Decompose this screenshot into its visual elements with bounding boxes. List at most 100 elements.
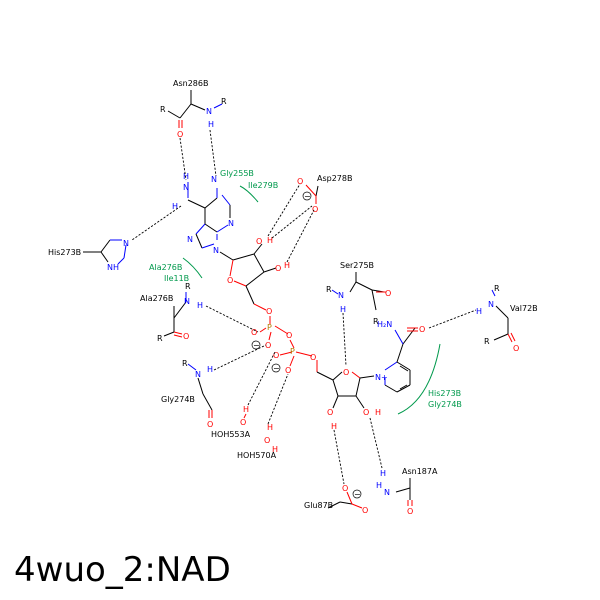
bond (332, 371, 343, 381)
asn187a-label: Asn187A (402, 467, 438, 476)
hydrogen-atom: H (267, 236, 273, 245)
oxygen-atom: O (419, 325, 425, 334)
bond (395, 487, 411, 493)
page-title: 4wuo_2:NAD (14, 550, 231, 590)
hydrogen-atom: H (376, 481, 382, 490)
phosphorus-atom: P (290, 347, 295, 356)
nitrogen-atom: N (211, 175, 217, 184)
bond (399, 384, 408, 390)
hydrogen-atom: H (375, 408, 381, 417)
nicotinamide-ring: N+ H₂N O (375, 320, 425, 393)
hydrogen-bonds (131, 129, 477, 485)
bond (289, 355, 295, 367)
oxygen-atom: O (342, 484, 348, 493)
hydrogen-atom: H (183, 172, 189, 181)
nitrogen-atom: N (213, 246, 219, 255)
bond (232, 253, 255, 261)
svg-text:−: − (304, 192, 311, 201)
bond (123, 244, 127, 259)
residue-gly274b-left: Gly274B R N H O (161, 359, 213, 429)
nitrogen-atom: N (123, 239, 129, 248)
bond (173, 334, 183, 338)
gly274b-left-label: Gly274B (161, 395, 195, 404)
bond (167, 110, 181, 119)
hbond (267, 373, 289, 425)
r-group: R (157, 334, 163, 343)
bond (195, 233, 203, 249)
ala276b-label: Ala276B (140, 294, 173, 303)
residue-ser275b: Ser275B R N H O R (326, 261, 391, 326)
bond (268, 331, 272, 341)
oxygen-atom: O (275, 264, 281, 273)
oxygen-atom: O (256, 237, 262, 246)
bond (339, 501, 353, 505)
nitrogen-atom: N (187, 235, 193, 244)
hydrogen-atom: H (243, 405, 249, 414)
r-group: R (182, 359, 188, 368)
hydrogen-atom: H (208, 120, 214, 129)
hydrogen-atom: H (380, 469, 386, 478)
oxygen-atom: O (266, 307, 272, 316)
ile11b-label: Ile11B (164, 274, 189, 283)
bond (173, 301, 187, 319)
bond (384, 361, 398, 371)
nitrogen-atom: N (183, 183, 189, 192)
oxygen-atom: O (327, 408, 333, 417)
oxygen-atom: O (297, 177, 303, 186)
bond (163, 331, 175, 337)
diphosphate-group: O P O O O P O O O − − (251, 307, 316, 375)
gly255b-label: Gly255B (220, 169, 254, 178)
his273b-left-label: His273B (48, 248, 81, 257)
bond (396, 361, 411, 371)
bond (173, 331, 183, 335)
oxygen-atom: O (207, 420, 213, 429)
residue-asn187a: Asn187A H H N O (376, 467, 438, 516)
hydrogen-atom: H (267, 423, 273, 432)
hydrogen-atom: H (272, 445, 278, 454)
hydrophobic-arc-ala276b (182, 257, 203, 279)
hbond (213, 344, 267, 371)
oxygen-atom: O (285, 366, 291, 375)
bond (384, 384, 398, 393)
residue-asp278b: Asp278B O O − (297, 174, 352, 214)
bond (315, 185, 319, 197)
glu87b-label: Glu87B (304, 501, 333, 510)
bond (396, 343, 404, 363)
bond (259, 327, 267, 333)
bond (117, 257, 125, 265)
hbond (428, 309, 477, 329)
oxygen-atom: O (273, 351, 279, 360)
asn286b-label: Asn286B (173, 79, 208, 88)
hydrophobic-contacts: Gly255B Ile279B Ala276B Ile11B His273B G… (149, 169, 462, 415)
oxygen-atom: O (227, 276, 233, 285)
bond (394, 329, 404, 345)
hydrogen-atom: H (197, 301, 203, 310)
bond (219, 251, 234, 261)
bond (331, 289, 339, 295)
bond (316, 371, 334, 381)
negative-charge: − (352, 489, 362, 499)
oxygen-atom: O (286, 331, 292, 340)
residue-val72b: Val72B R N H R O (476, 284, 538, 353)
bond (221, 194, 231, 206)
bond (495, 305, 509, 319)
hbond (179, 137, 187, 181)
hoh570a-label: HOH570A (237, 451, 277, 460)
bond (399, 365, 409, 372)
hbond (267, 183, 301, 237)
hbond (333, 429, 345, 485)
bond (305, 184, 317, 197)
val72b-label: Val72B (510, 304, 538, 313)
r-group: R (221, 97, 227, 106)
bond (332, 395, 339, 409)
nitrogen-atom: N (195, 370, 201, 379)
oxygen-atom: O (265, 341, 271, 350)
amide-nitrogen: H₂N (377, 320, 392, 329)
bond (100, 251, 109, 263)
nicotinamide-ribose: O O H O H (316, 360, 381, 431)
bond (204, 223, 218, 233)
oxygen-atom: O (513, 344, 519, 353)
r-group: R (484, 337, 490, 346)
hydrogen-atom: H (207, 365, 213, 374)
nitrogen-atom: NH (107, 263, 119, 272)
